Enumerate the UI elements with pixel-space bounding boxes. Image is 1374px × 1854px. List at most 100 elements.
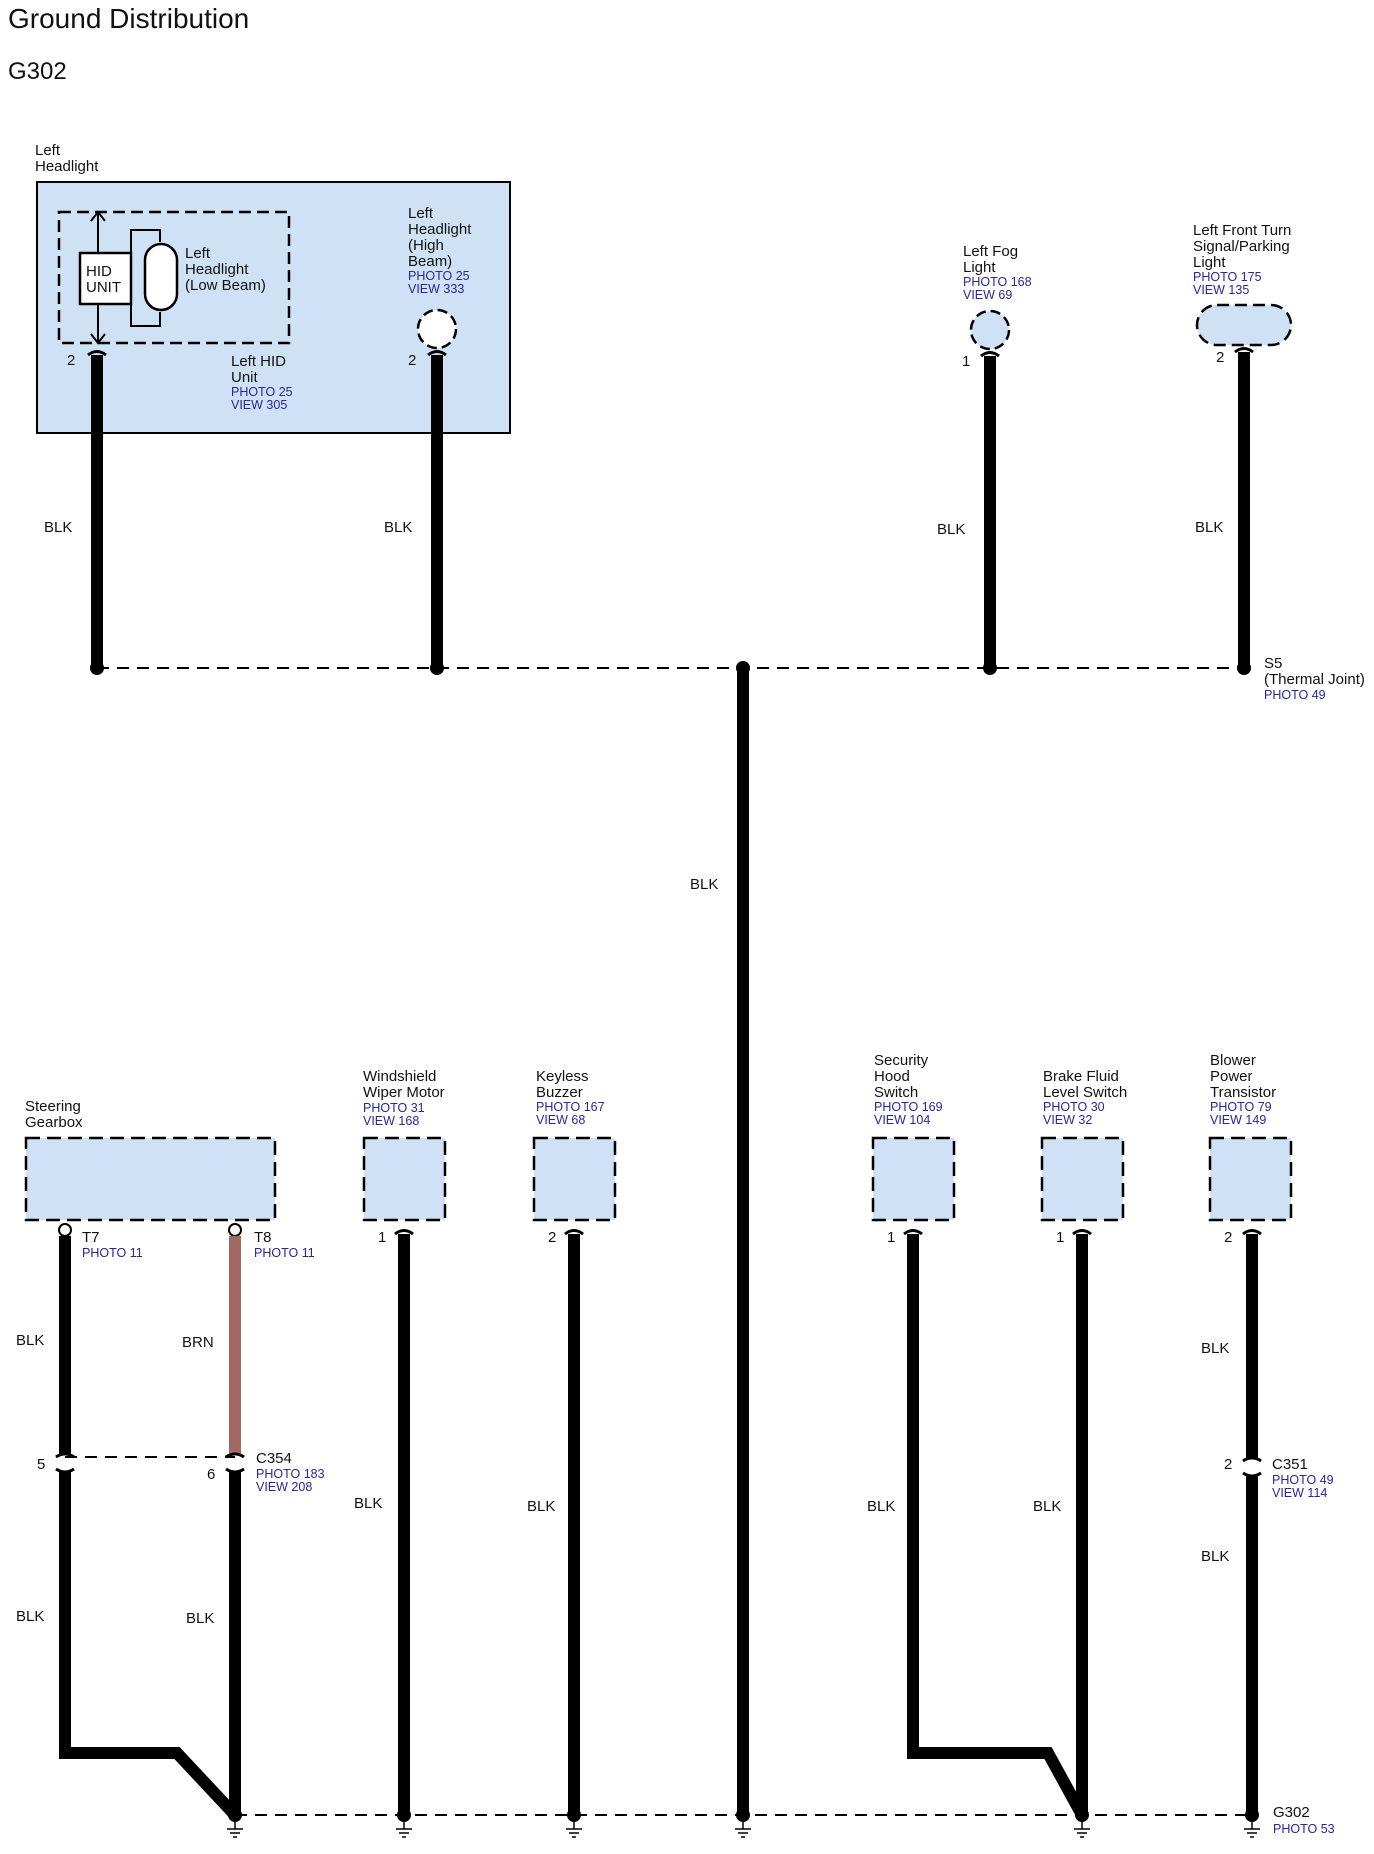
- t7-wire-lower-label: BLK: [16, 1608, 44, 1625]
- c354-pin5: 5: [37, 1456, 45, 1473]
- fog-light-ref-view: VIEW 69: [963, 288, 1012, 302]
- blower-pin: 2: [1224, 1229, 1232, 1246]
- low-beam-bulb: [143, 242, 179, 312]
- hid-unit-text-2: UNIT: [86, 279, 121, 296]
- hood-switch-name-3: Switch: [874, 1084, 918, 1101]
- blower-ref-view: VIEW 149: [1210, 1113, 1266, 1127]
- hood-switch-pin: 1: [887, 1229, 895, 1246]
- c351-name: C351: [1272, 1456, 1308, 1473]
- keyless-buzzer-pin: 2: [548, 1229, 556, 1246]
- s5-name: S5: [1264, 655, 1282, 672]
- wiper-motor-ref-photo: PHOTO 31: [363, 1101, 425, 1115]
- c351-top: [1242, 1456, 1262, 1463]
- high-beam-name-3: (High: [408, 237, 444, 254]
- keyless-buzzer-box: [532, 1136, 617, 1222]
- wiper-motor-name-2: Wiper Motor: [363, 1084, 445, 1101]
- high-beam-wire-label: BLK: [384, 519, 412, 536]
- hid-subassembly-box: [57, 210, 291, 345]
- wiper-motor-wire-label: BLK: [354, 1495, 382, 1512]
- t8-wire-lower-label: BLK: [186, 1610, 214, 1627]
- high-beam-connector: [427, 350, 447, 357]
- c351-ref-photo: PHOTO 49: [1272, 1473, 1334, 1487]
- blower-wire-lower-label: BLK: [1201, 1548, 1229, 1565]
- hood-switch-ref-photo: PHOTO 169: [874, 1100, 943, 1114]
- wiper-motor-connector: [394, 1229, 414, 1236]
- brake-switch-pin: 1: [1056, 1229, 1064, 1246]
- ground-symbol-trunk: [735, 1808, 751, 1838]
- hid-arrow-down: [90, 333, 106, 345]
- keyless-buzzer-connector: [564, 1229, 584, 1236]
- steering-gearbox-name-2: Gearbox: [25, 1114, 83, 1131]
- fog-light-wire-label: BLK: [937, 521, 965, 538]
- turn-signal-ref-view: VIEW 135: [1193, 283, 1249, 297]
- s5-node-fog-light: [983, 661, 997, 675]
- turn-signal-bulb: [1195, 303, 1293, 347]
- hid-unit-ref-photo: PHOTO 25: [231, 385, 293, 399]
- high-beam-ref-photo: PHOTO 25: [408, 269, 470, 283]
- ground-symbol-t8: [227, 1808, 243, 1838]
- high-beam-name-4: Beam): [408, 253, 452, 270]
- t7-wire-lower: [59, 1471, 240, 1820]
- brake-switch-connector: [1072, 1229, 1092, 1236]
- brake-switch-box: [1040, 1136, 1125, 1222]
- fog-light-bulb: [969, 309, 1011, 351]
- brake-switch-ref-photo: PHOTO 30: [1043, 1100, 1105, 1114]
- c354-ref-photo: PHOTO 183: [256, 1467, 325, 1481]
- trunk-wire-label: BLK: [690, 876, 718, 893]
- blower-name-3: Transistor: [1210, 1084, 1276, 1101]
- left-headlight-name-2: Headlight: [35, 158, 99, 175]
- high-beam-name-2: Headlight: [408, 221, 472, 238]
- low-beam-text-1: Left: [185, 245, 211, 262]
- t8-wire-upper-label: BRN: [182, 1334, 214, 1351]
- blower-ref-photo: PHOTO 79: [1210, 1100, 1272, 1114]
- bulb-lead-top: [130, 229, 161, 266]
- turn-signal-connector: [1234, 347, 1254, 354]
- ground-symbol-buzzer: [566, 1808, 582, 1838]
- high-beam-pin: 2: [408, 352, 416, 369]
- high-beam-ref-view: VIEW 333: [408, 282, 464, 296]
- brake-switch-wire-label: BLK: [1033, 1498, 1061, 1515]
- c354-pin5-top: [55, 1452, 75, 1459]
- steering-gearbox-name-1: Steering: [25, 1098, 81, 1115]
- fog-light-name-2: Light: [963, 259, 996, 276]
- g302-ref: PHOTO 53: [1273, 1822, 1335, 1836]
- blower-box: [1208, 1136, 1293, 1222]
- s5-desc: (Thermal Joint): [1264, 671, 1365, 688]
- left-headlight-connector: [87, 350, 107, 357]
- keyless-buzzer-ref-view: VIEW 68: [536, 1113, 585, 1127]
- page-subtitle: G302: [8, 58, 67, 85]
- hood-switch-name-2: Hood: [874, 1068, 910, 1085]
- left-headlight-name-1: Left: [35, 142, 61, 159]
- hood-switch-wire: [907, 1234, 1088, 1818]
- wiper-motor-pin: 1: [378, 1229, 386, 1246]
- brake-switch-name-1: Brake Fluid: [1043, 1068, 1119, 1085]
- high-beam-name-1: Left: [408, 205, 434, 222]
- hood-switch-box: [871, 1136, 956, 1222]
- t8-terminal: [228, 1223, 242, 1237]
- left-headlight-pin: 2: [67, 352, 75, 369]
- blower-connector: [1242, 1229, 1262, 1236]
- s5-node-high-beam: [430, 661, 444, 675]
- hood-switch-ref-view: VIEW 104: [874, 1113, 930, 1127]
- low-beam-text-3: (Low Beam): [185, 277, 266, 294]
- c351-ref-view: VIEW 114: [1272, 1486, 1327, 1500]
- c354-pin6-top: [225, 1452, 245, 1459]
- turn-signal-pin: 2: [1216, 349, 1224, 366]
- fog-light-name-1: Left Fog: [963, 243, 1018, 260]
- turn-signal-wire-label: BLK: [1195, 519, 1223, 536]
- keyless-buzzer-ref-photo: PHOTO 167: [536, 1100, 605, 1114]
- blower-name-1: Blower: [1210, 1052, 1256, 1069]
- brake-switch-ref-view: VIEW 32: [1043, 1113, 1092, 1127]
- g302-name: G302: [1273, 1804, 1310, 1821]
- wiper-motor-box: [362, 1136, 447, 1222]
- turn-signal-ref-photo: PHOTO 175: [1193, 270, 1262, 284]
- t7-label: T7: [82, 1229, 100, 1246]
- left-headlight-wire-label: BLK: [44, 519, 72, 536]
- keyless-buzzer-wire-label: BLK: [527, 1498, 555, 1515]
- t7-terminal: [58, 1223, 72, 1237]
- steering-gearbox-box: [24, 1136, 277, 1222]
- hood-switch-connector: [903, 1229, 923, 1236]
- s5-ref: PHOTO 49: [1264, 688, 1326, 702]
- page-title: Ground Distribution: [8, 3, 249, 34]
- hood-switch-wire-label: BLK: [867, 1498, 895, 1515]
